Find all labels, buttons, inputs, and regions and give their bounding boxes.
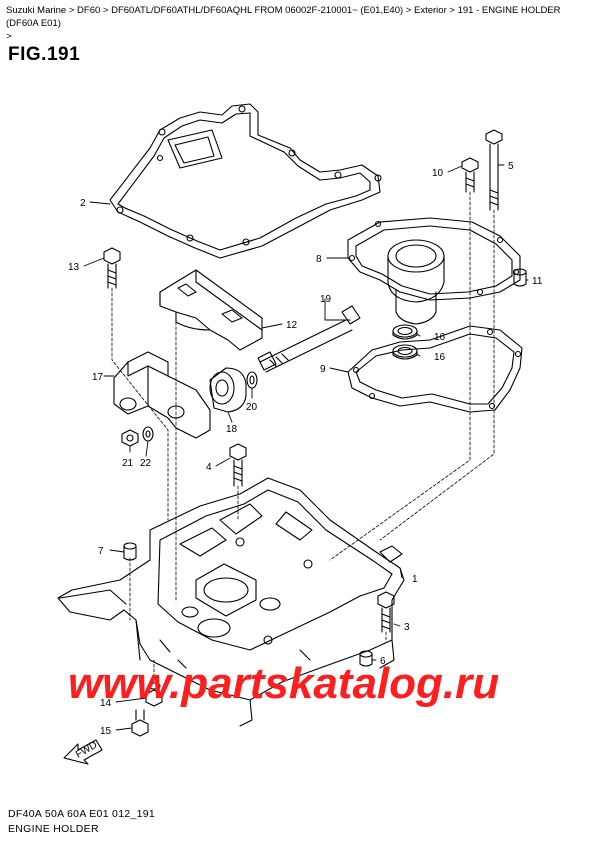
breadcrumb-link-df60[interactable]: DF60	[77, 5, 101, 16]
breadcrumb-separator: >	[403, 5, 414, 16]
bolt-4[interactable]	[229, 443, 247, 487]
callout-16b: 16	[434, 352, 446, 363]
figure-title: FIG.191	[8, 44, 81, 65]
washer-20[interactable]	[246, 371, 258, 389]
gasket-upper[interactable]	[109, 103, 382, 259]
breadcrumb: Suzuki Marine > DF60 > DF60ATL/DF60ATHL/…	[6, 4, 594, 43]
callout-14: 14	[100, 698, 112, 709]
breadcrumb-link-model[interactable]: DF60ATL/DF60ATHL/DF60AQHL FROM 06002F-21…	[111, 5, 404, 16]
callout-20: 20	[246, 402, 258, 413]
holder-cover[interactable]	[347, 217, 521, 325]
callout-labels: 2 10 5 8 11 13 12 19 9 16 16 17 20 18 21…	[68, 161, 543, 737]
callout-3: 3	[404, 622, 410, 633]
callout-12: 12	[286, 320, 298, 331]
o-ring-lower[interactable]	[392, 344, 418, 360]
callout-6: 6	[380, 656, 386, 667]
bolt-15[interactable]	[131, 709, 149, 737]
callout-9: 9	[320, 364, 326, 375]
assembly-guides	[111, 191, 495, 683]
watermark: www.partskatalog.ru	[68, 659, 499, 708]
diagram-title: ENGINE HOLDER	[8, 823, 99, 835]
callout-4: 4	[206, 462, 212, 473]
engine-holder-casting[interactable]	[57, 477, 405, 727]
o-ring-upper[interactable]	[392, 324, 418, 340]
through-bolt-19[interactable]	[257, 305, 361, 373]
breadcrumb-current: 191 - ENGINE HOLDER (DF60A E01)	[6, 5, 561, 29]
dowel-7[interactable]	[123, 542, 137, 561]
diagram-code: DF40A 50A 60A E01 012_191	[8, 808, 156, 820]
dowel-pin[interactable]	[513, 268, 527, 287]
mount-bracket-17[interactable]	[113, 351, 211, 439]
fwd-arrow-icon	[63, 739, 103, 765]
breadcrumb-link-suzuki-marine[interactable]: Suzuki Marine	[6, 5, 67, 16]
breadcrumb-link-exterior[interactable]: Exterior	[414, 5, 447, 16]
breadcrumb-separator: >	[100, 5, 112, 16]
dowel-6[interactable]	[359, 650, 373, 667]
callout-18: 18	[226, 424, 238, 435]
bracket-12[interactable]	[159, 269, 263, 351]
callout-19: 19	[320, 294, 332, 305]
callout-16a: 16	[434, 332, 446, 343]
callout-15: 15	[100, 726, 112, 737]
breadcrumb-separator: >	[66, 5, 78, 16]
callout-5: 5	[508, 161, 514, 172]
callout-1: 1	[412, 574, 418, 585]
nut-21[interactable]	[121, 429, 139, 447]
callout-17: 17	[92, 372, 104, 383]
callout-11: 11	[532, 276, 543, 287]
callout-2: 2	[80, 198, 86, 209]
callout-7: 7	[98, 546, 104, 557]
breadcrumb-separator: >	[446, 5, 458, 16]
plug-14[interactable]	[145, 682, 163, 707]
bushing-18[interactable]	[209, 367, 247, 413]
bolt-13[interactable]	[103, 247, 121, 289]
bolt-long[interactable]	[485, 129, 503, 211]
callout-10: 10	[432, 168, 444, 179]
washer-22[interactable]	[142, 426, 154, 442]
breadcrumb-trail: >	[6, 31, 12, 42]
callout-21: 21	[122, 458, 134, 469]
leader-lines	[83, 164, 529, 731]
callout-22: 22	[140, 458, 152, 469]
callout-13: 13	[68, 262, 80, 273]
callout-8: 8	[316, 254, 322, 265]
bolt-3[interactable]	[377, 591, 395, 633]
bolt-short[interactable]	[461, 157, 479, 193]
